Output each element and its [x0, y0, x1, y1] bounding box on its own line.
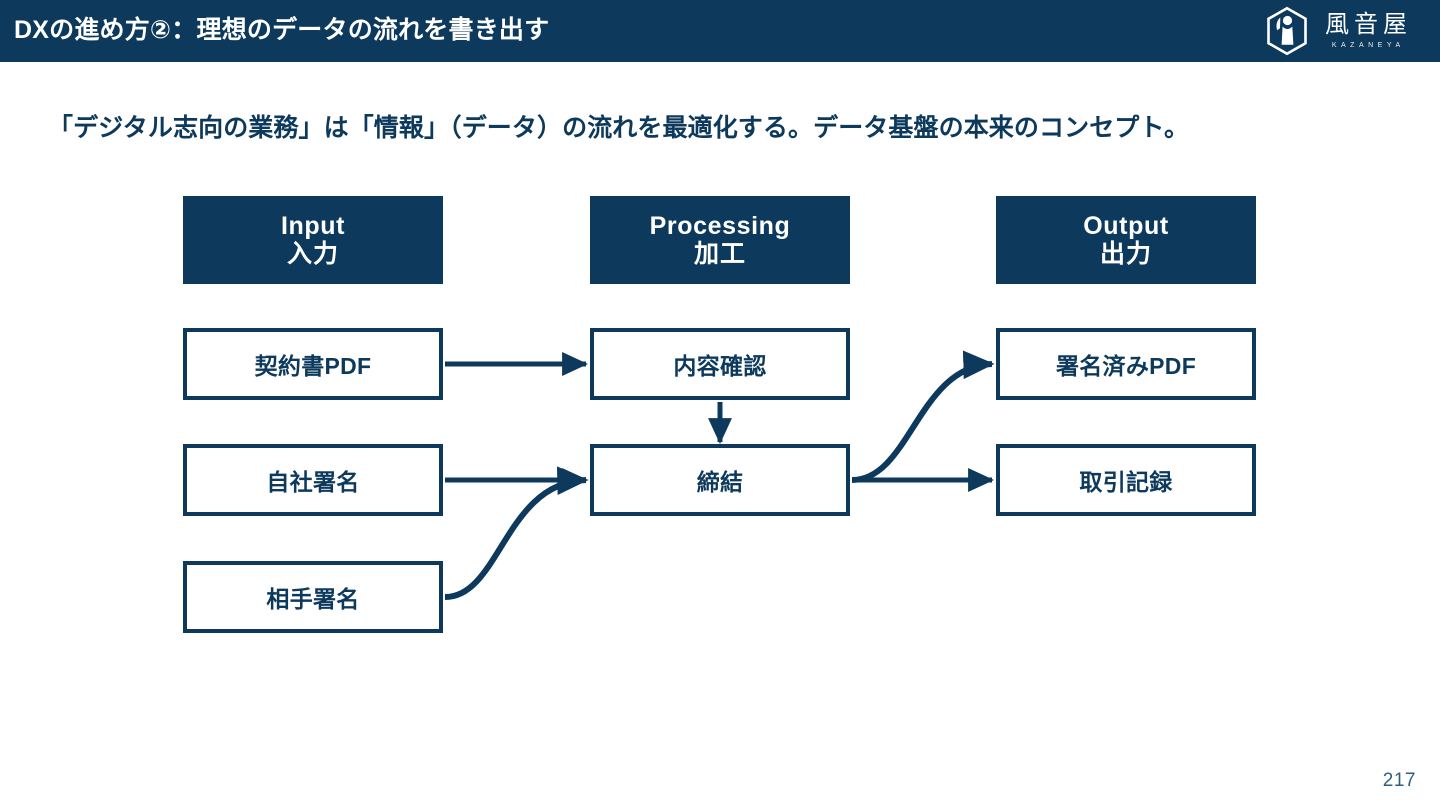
- brand-logo: 風音屋 KAZANEYA: [1264, 6, 1412, 56]
- page-title: DXの進め方②：理想のデータの流れを書き出す: [14, 16, 550, 44]
- node-transaction-record[interactable]: 取引記録: [996, 444, 1256, 516]
- brand-name-jp: 風音屋: [1325, 11, 1412, 38]
- column-header-output-jp: 出力: [1099, 240, 1152, 268]
- brand-wordmark: 風音屋 KAZANEYA: [1320, 11, 1412, 50]
- column-header-input-jp: 入力: [286, 240, 339, 268]
- node-content-check-label: 内容確認: [673, 353, 767, 379]
- column-header-processing-en: Processing: [649, 212, 791, 240]
- subtitle: 「デジタル志向の業務」は「情報」（データ）の流れを最適化する。データ基盤の本来の…: [48, 114, 1190, 142]
- column-header-input: Input 入力: [183, 196, 443, 284]
- column-header-processing-jp: 加工: [693, 240, 746, 268]
- column-header-input-en: Input: [280, 212, 346, 240]
- node-contract-pdf[interactable]: 契約書PDF: [183, 328, 443, 400]
- edge-conclusion-to-signed-pdf: [851, 350, 995, 483]
- column-header-processing: Processing 加工: [590, 196, 850, 284]
- node-contract-pdf-label: 契約書PDF: [254, 353, 372, 379]
- column-header-output: Output 出力: [996, 196, 1256, 284]
- page-number: 217: [1382, 770, 1416, 791]
- node-own-signature-label: 自社署名: [266, 469, 360, 495]
- node-signed-pdf[interactable]: 署名済みPDF: [996, 328, 1256, 400]
- header-bar: DXの進め方②：理想のデータの流れを書き出す 風音屋 KAZANEYA: [0, 0, 1440, 62]
- brand-name-romaji: KAZANEYA: [1331, 42, 1405, 49]
- column-header-output-en: Output: [1083, 212, 1169, 240]
- edge-counterparty-signature-to-conclusion: [444, 466, 589, 600]
- node-signed-pdf-label: 署名済みPDF: [1055, 353, 1197, 379]
- node-counterparty-signature[interactable]: 相手署名: [183, 561, 443, 633]
- node-transaction-record-label: 取引記録: [1079, 469, 1173, 495]
- node-counterparty-signature-label: 相手署名: [266, 586, 360, 612]
- node-own-signature[interactable]: 自社署名: [183, 444, 443, 516]
- node-conclusion-label: 締結: [696, 469, 744, 495]
- hexagon-figure-icon: [1267, 6, 1307, 56]
- node-content-check[interactable]: 内容確認: [590, 328, 850, 400]
- node-conclusion[interactable]: 締結: [590, 444, 850, 516]
